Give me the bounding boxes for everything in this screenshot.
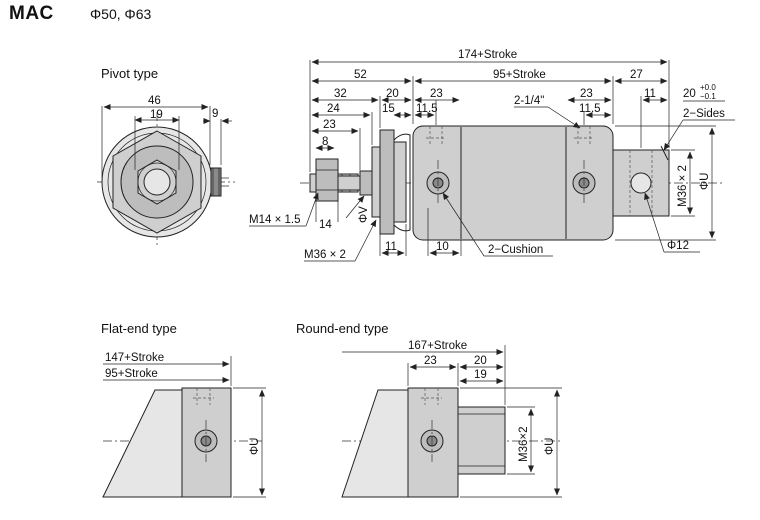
dim-20: 20 [386, 88, 399, 100]
main-side-view: 174+Stroke 52 95+Stroke 27 32 20 23 24 1… [249, 49, 735, 262]
round-dim-19: 19 [474, 369, 487, 381]
dim-27: 27 [630, 69, 643, 81]
dim-10: 10 [436, 241, 449, 253]
dim-11r: 11 [644, 88, 656, 100]
dim-8: 8 [322, 136, 328, 148]
dim-11-5a: 11.5 [416, 103, 438, 115]
dim-23a: 23 [430, 88, 443, 100]
dim-15: 15 [382, 103, 395, 115]
dim-19: 19 [150, 109, 163, 121]
dim-11-5b: 11.5 [579, 103, 601, 115]
bore-sizes: Φ50, Φ63 [90, 6, 152, 22]
cushion-label: 2−Cushion [488, 244, 543, 256]
round-dim-23: 23 [424, 355, 437, 367]
dim-11b: 11 [385, 241, 397, 253]
dim-tol: 20 [683, 88, 696, 100]
thread-m36: M36 × 2 [304, 249, 346, 261]
dim-46: 46 [148, 95, 161, 107]
dim-14: 14 [319, 219, 332, 231]
pivot-end-view: 46 19 9 [97, 95, 235, 245]
dim-23b: 23 [580, 88, 593, 100]
round-end-type-title: Round-end type [296, 321, 389, 336]
dim-phi-v: ΦV [358, 206, 370, 223]
dim-32: 32 [334, 88, 347, 100]
round-dim-m36: M36×2 [518, 427, 530, 462]
round-dim-20: 20 [474, 355, 487, 367]
flat-dim-total: 147+Stroke [105, 352, 164, 364]
dim-total: 174+Stroke [458, 49, 517, 61]
sides-label: 2−Sides [683, 108, 725, 120]
flat-dim-phi-u: ΦU [249, 438, 261, 455]
dim-body: 95+Stroke [493, 69, 546, 81]
dim-tol-upper: +0.0 [700, 83, 716, 92]
flat-end-view: 147+Stroke 95+Stroke ΦU [102, 352, 266, 498]
dim-9: 9 [212, 108, 218, 120]
dim-52: 52 [354, 69, 367, 81]
flat-dim-body: 95+Stroke [105, 368, 158, 380]
dim-23c: 23 [323, 119, 336, 131]
dim-tol-lower: −0.1 [700, 92, 716, 101]
round-dim-phi-u: ΦU [544, 438, 556, 455]
port-spec: 2-1/4" [514, 95, 544, 107]
dim-m36-vertical: M36 × 2 [677, 165, 689, 207]
dim-24: 24 [327, 103, 340, 115]
dim-phi-12: Φ12 [667, 240, 689, 252]
dim-phi-u: ΦU [699, 173, 711, 190]
flat-end-type-title: Flat-end type [101, 321, 177, 336]
round-end-view: 167+Stroke 23 20 19 M36×2 ΦU [341, 340, 562, 498]
round-dim-total: 167+Stroke [408, 340, 467, 352]
thread-m14: M14 × 1.5 [249, 214, 300, 226]
pivot-type-title: Pivot type [101, 66, 159, 81]
model-code: MAC [9, 3, 54, 24]
